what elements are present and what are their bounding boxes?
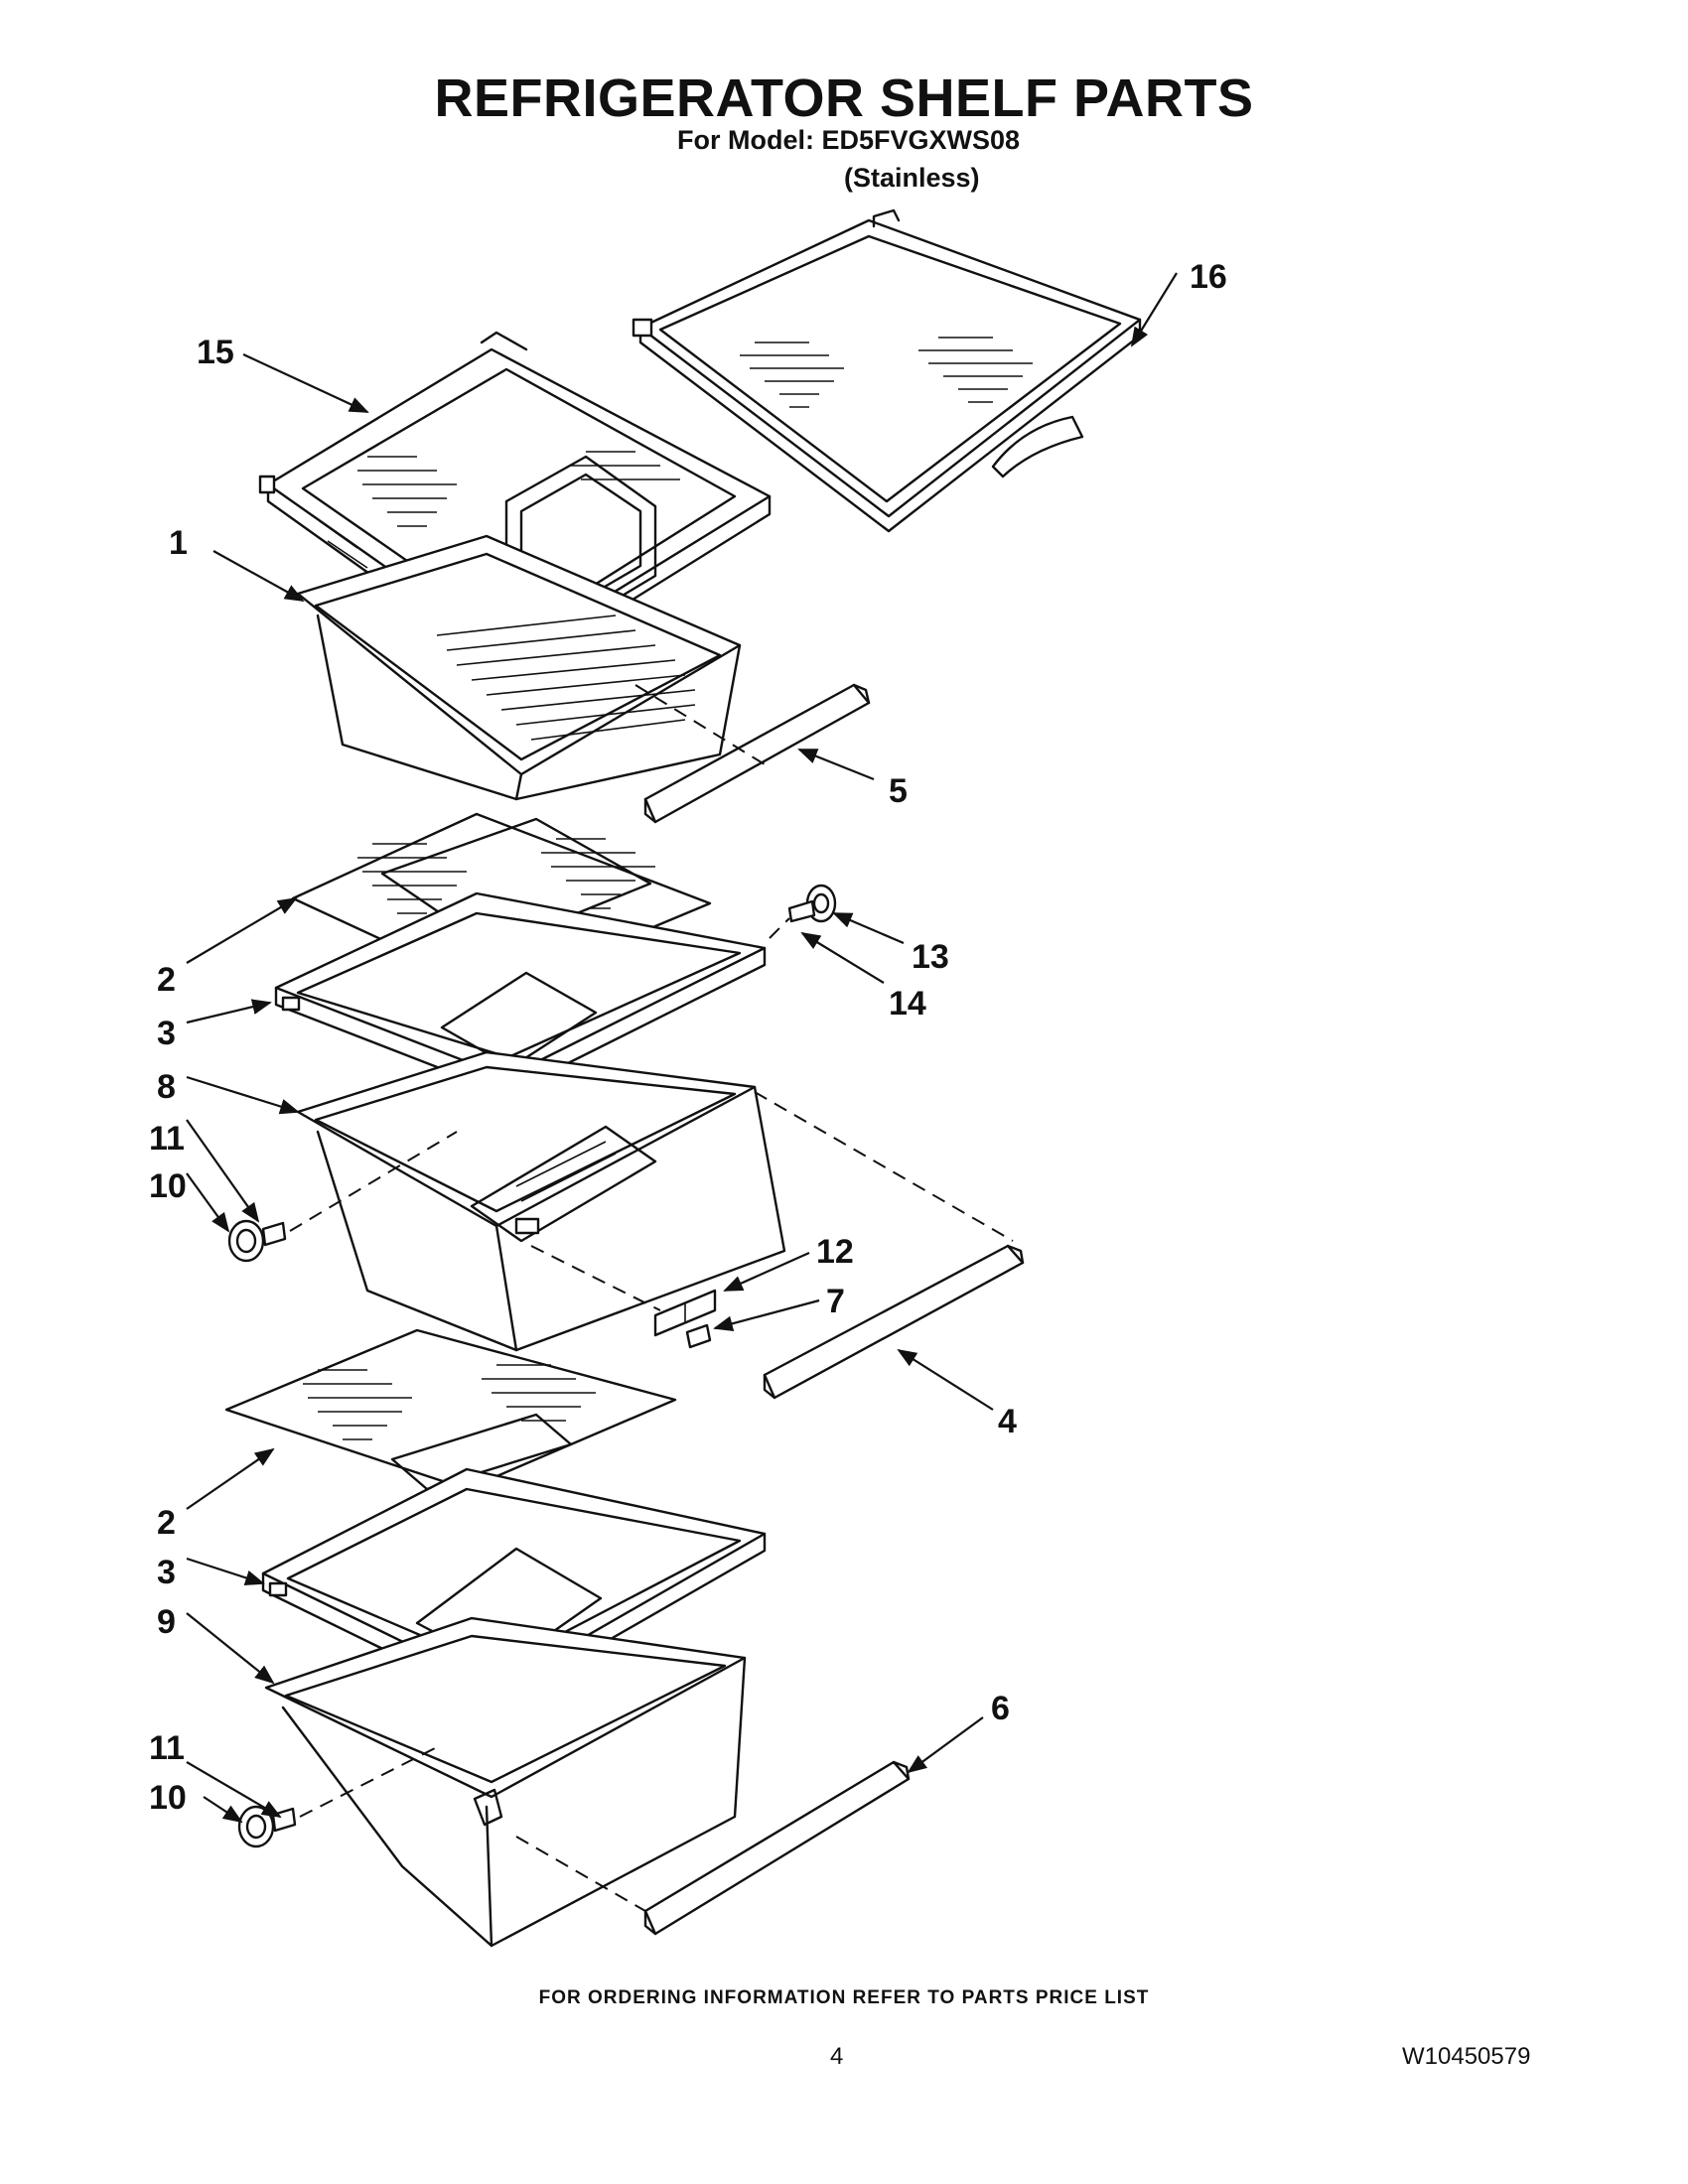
dash-3-14: [769, 917, 790, 939]
callout-4: 4: [998, 1403, 1017, 1440]
ordering-note: FOR ORDERING INFORMATION REFER TO PARTS …: [538, 1987, 1150, 2008]
page-title: REFRIGERATOR SHELF PARTS: [434, 68, 1254, 128]
dash-10-9: [299, 1746, 438, 1818]
dash-9-6: [515, 1836, 646, 1912]
part-10-roller-lower: [237, 1805, 275, 1848]
model-line: For Model: ED5FVGXWS08: [677, 125, 1021, 155]
callout-5: 5: [889, 772, 908, 810]
part-11-pin-lower: [271, 1807, 297, 1833]
callout-14: 14: [889, 985, 926, 1023]
part-12-label: [653, 1289, 717, 1337]
callout-8: 8: [157, 1068, 176, 1106]
callout-2-lower: 2: [157, 1504, 176, 1542]
callout-9: 9: [157, 1603, 176, 1641]
part-5-trim: [643, 683, 871, 824]
callout-15: 15: [197, 334, 234, 371]
dash-1-5: [634, 684, 766, 765]
callout-13: 13: [912, 938, 949, 976]
callout-11-lower: 11: [149, 1729, 185, 1767]
callout-2-upper: 2: [157, 961, 176, 999]
model-variant: (Stainless): [844, 163, 980, 193]
part-11-pin-upper: [261, 1221, 287, 1247]
part-6-trim: [643, 1760, 911, 1936]
callout-1: 1: [169, 524, 188, 562]
callout-numbers: 15 16 1 5 2 3 8 13 14 11 10 12 7 4 2 3 9…: [149, 258, 1227, 1817]
callout-3-upper: 3: [157, 1015, 176, 1052]
part-7-clip: [685, 1323, 712, 1349]
page-number: 4: [830, 2043, 844, 2070]
callout-10-upper: 10: [149, 1167, 187, 1205]
part-8-drawer-middle: [296, 1050, 786, 1352]
document-number: W10450579: [1402, 2043, 1531, 2070]
part-14-pin: [787, 899, 816, 923]
dash-8-12: [530, 1245, 661, 1311]
callout-16: 16: [1190, 258, 1227, 296]
dash-10-8: [289, 1131, 458, 1232]
callout-12: 12: [816, 1233, 854, 1271]
part-10-roller-upper: [227, 1219, 265, 1263]
callout-7: 7: [826, 1283, 845, 1320]
dash-8-4: [754, 1091, 1014, 1242]
part-1-crisper-drawer: [296, 534, 742, 801]
callout-11-upper: 11: [149, 1120, 185, 1158]
callout-10-lower: 10: [149, 1779, 187, 1817]
callout-3-lower: 3: [157, 1554, 176, 1591]
part-2-glass-panel-lower: [224, 1328, 677, 1491]
part-4-trim: [763, 1244, 1025, 1400]
leader-lines: [186, 272, 1178, 1824]
callout-6: 6: [991, 1690, 1010, 1727]
